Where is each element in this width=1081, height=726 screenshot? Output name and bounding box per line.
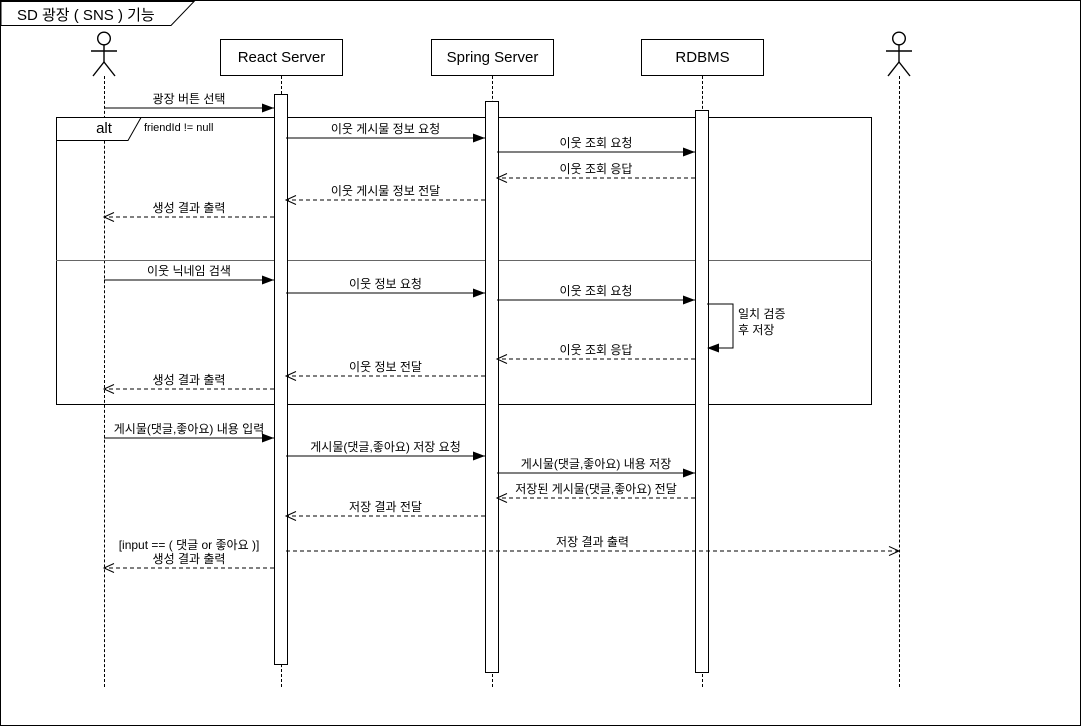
message-arrow	[104, 275, 274, 285]
message-text: 생성 결과 출력	[152, 552, 226, 566]
alt-frame	[56, 117, 872, 405]
message-arrow	[495, 354, 695, 364]
actor-icon	[886, 31, 912, 77]
message-arrow	[102, 384, 274, 394]
message-label: 게시물(댓글,좋아요) 내용 저장	[520, 457, 672, 471]
message-arrow	[284, 195, 485, 205]
alt-frame-divider	[56, 260, 872, 261]
message-arrow	[286, 546, 901, 556]
message-label: [input == ( 댓글 or 좋아요 )]생성 결과 출력	[119, 538, 260, 566]
message-label: 저장된 게시물(댓글,좋아요) 전달	[515, 482, 677, 496]
participant-label: Spring Server	[446, 49, 539, 66]
participant-box: React Server	[220, 39, 343, 76]
alt-frame-label-shape	[56, 117, 142, 141]
alt-frame-operator-label: alt	[96, 120, 112, 137]
message-label: 게시물(댓글,좋아요) 저장 요청	[310, 440, 461, 454]
message-label: 저장 결과 출력	[556, 535, 629, 549]
message-arrow	[286, 133, 485, 143]
message-arrow	[284, 371, 485, 381]
participant-box: RDBMS	[641, 39, 764, 76]
message-label: 이웃 조회 응답	[559, 343, 633, 357]
message-guard-condition: [input == ( 댓글 or 좋아요 )]	[118, 538, 260, 552]
diagram-title-tab-shape	[1, 1, 196, 26]
message-arrow	[286, 451, 485, 461]
message-label: 이웃 조회 응답	[559, 162, 633, 176]
message-arrow	[286, 288, 485, 298]
alt-frame-guard-condition: friendId != null	[144, 122, 214, 134]
diagram-title: SD 광장 ( SNS ) 기능	[17, 7, 155, 24]
lifeline	[899, 76, 900, 687]
self-message-label: 일치 검증 후 저장	[738, 307, 786, 337]
message-arrow	[104, 103, 274, 113]
message-arrow	[497, 295, 695, 305]
message-label: 생성 결과 출력	[152, 201, 226, 215]
actor-icon	[91, 31, 117, 77]
message-arrow	[495, 173, 695, 183]
message-label: 이웃 게시물 정보 전달	[330, 184, 441, 198]
message-label: 이웃 조회 요청	[559, 284, 633, 298]
message-arrow	[102, 212, 274, 222]
lifeline	[104, 76, 105, 687]
message-label: 게시물(댓글,좋아요) 내용 입력	[113, 422, 265, 436]
message-label: 이웃 정보 요청	[349, 277, 422, 291]
message-label: 이웃 닉네임 검색	[147, 264, 231, 278]
message-arrow	[102, 563, 274, 573]
message-arrow	[497, 468, 695, 478]
message-arrow	[284, 511, 485, 521]
participant-label: RDBMS	[675, 49, 730, 66]
message-arrow	[495, 493, 695, 503]
participant-box: Spring Server	[431, 39, 554, 76]
message-label: 이웃 조회 요청	[559, 136, 633, 150]
message-label: 이웃 정보 전달	[349, 360, 422, 374]
message-arrow	[104, 433, 274, 443]
message-label: 저장 결과 전달	[349, 500, 422, 514]
activation-bar	[485, 101, 499, 673]
message-label: 이웃 게시물 정보 요청	[330, 122, 441, 136]
message-label: 광장 버튼 선택	[152, 92, 226, 106]
participant-label: React Server	[237, 49, 326, 66]
activation-bar	[274, 94, 288, 665]
activation-bar	[695, 110, 709, 673]
message-label: 생성 결과 출력	[152, 373, 226, 387]
message-arrow	[497, 147, 695, 157]
self-message-arrow	[707, 303, 734, 353]
